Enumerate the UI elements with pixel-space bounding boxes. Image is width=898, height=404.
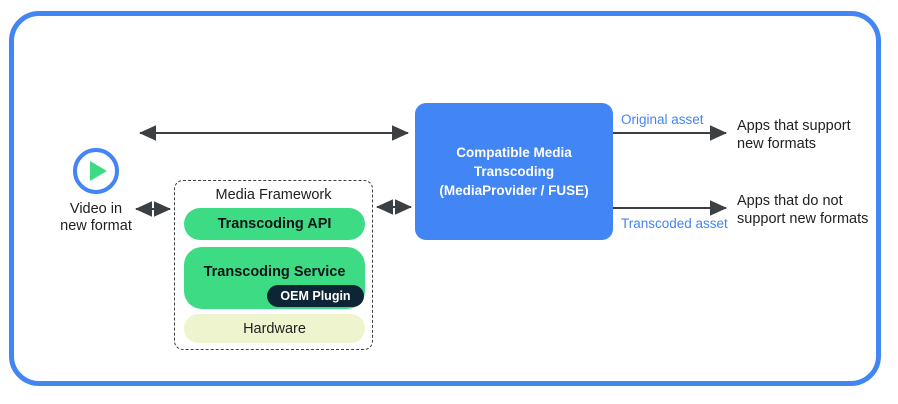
sink-apps-that-support-label: Apps that support new formats	[737, 118, 851, 152]
oem-plugin-badge-label: OEM Plugin	[280, 289, 351, 303]
play-circle-icon	[73, 148, 119, 194]
edge-label-transcoded-asset: Transcoded asset	[621, 216, 728, 231]
media-framework-title: Media Framework	[215, 187, 332, 203]
layer-transcoding-service-label: Transcoding Service	[203, 264, 346, 280]
layer-hardware: Hardware	[184, 314, 365, 343]
oem-plugin-badge: OEM Plugin	[267, 285, 364, 307]
layer-transcoding-api-label: Transcoding API	[217, 216, 332, 232]
sink-apps-that-do-not-support-label: Apps that do not support new formats	[737, 193, 869, 227]
compatible-media-transcoding-box: Compatible Media Transcoding (MediaProvi…	[415, 103, 613, 240]
layer-transcoding-api: Transcoding API	[184, 208, 365, 240]
play-triangle-icon	[90, 161, 107, 181]
edge-label-original-asset: Original asset	[621, 112, 704, 127]
video-source-label: Video in new format	[60, 201, 132, 234]
video-source-node: Video in new format	[48, 148, 144, 235]
compatible-media-transcoding-label: Compatible Media Transcoding (MediaProvi…	[439, 145, 589, 198]
layer-hardware-label: Hardware	[243, 320, 306, 337]
media-framework-box: Media Framework Transcoding API Transcod…	[174, 180, 373, 350]
outer-frame-border	[9, 11, 881, 386]
